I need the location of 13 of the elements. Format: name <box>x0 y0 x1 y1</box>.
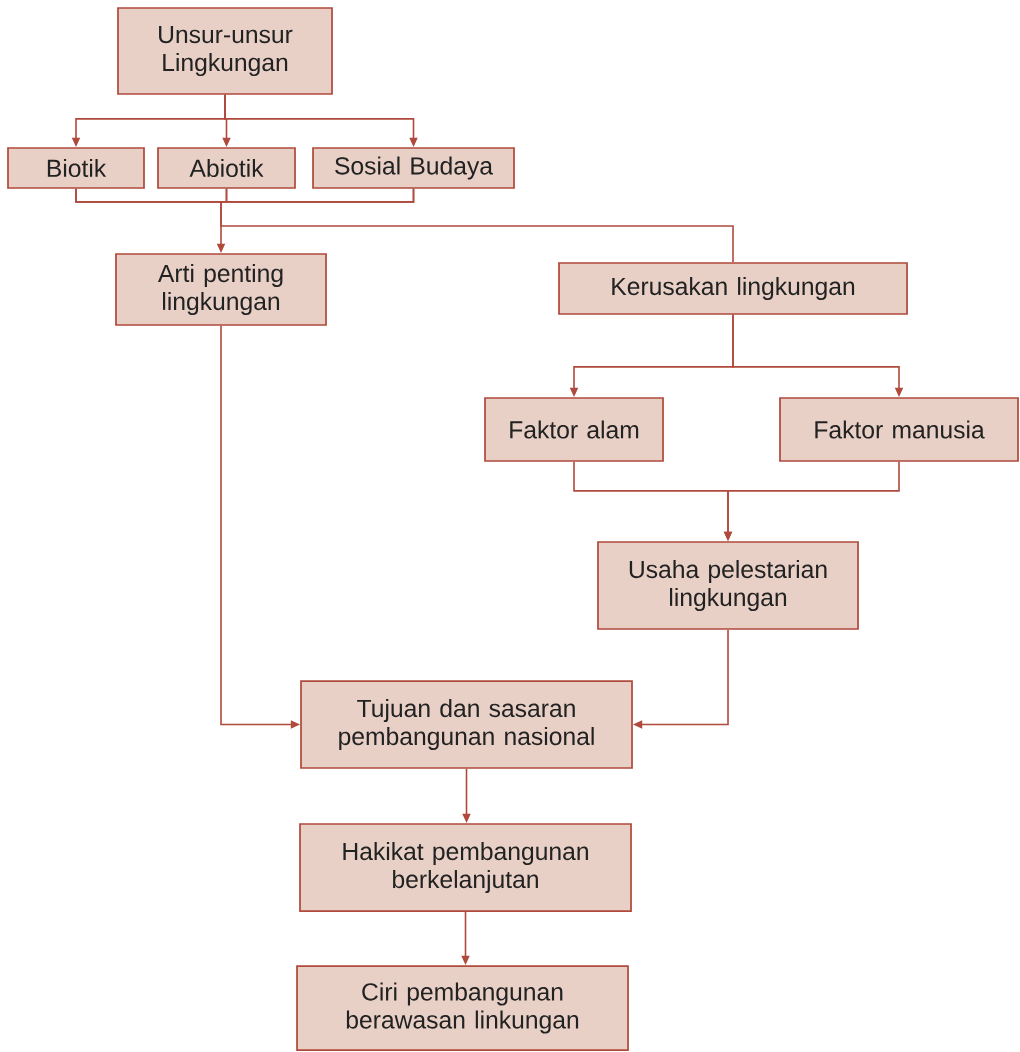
process-box: Faktor alam <box>484 397 664 462</box>
process-box: Tujuan dan sasaran pembangunan nasional <box>300 680 633 769</box>
process-box: Faktor manusia <box>779 397 1019 462</box>
process-box: Abiotik <box>157 147 296 189</box>
process-box: Hakikat pembangunan berkelanjutan <box>299 823 632 912</box>
process-box: Unsur-unsur Lingkungan <box>117 7 333 95</box>
process-box: Ciri pembangunan berawasan linkungan <box>296 965 629 1051</box>
process-box: Biotik <box>7 147 145 189</box>
process-box: Sosial Budaya <box>312 147 515 189</box>
process-box: Usaha pelestarian lingkungan <box>597 541 859 630</box>
process-box: Arti penting lingkungan <box>115 253 327 326</box>
process-box: Kerusakan lingkungan <box>558 262 908 315</box>
arrow <box>75 188 734 263</box>
